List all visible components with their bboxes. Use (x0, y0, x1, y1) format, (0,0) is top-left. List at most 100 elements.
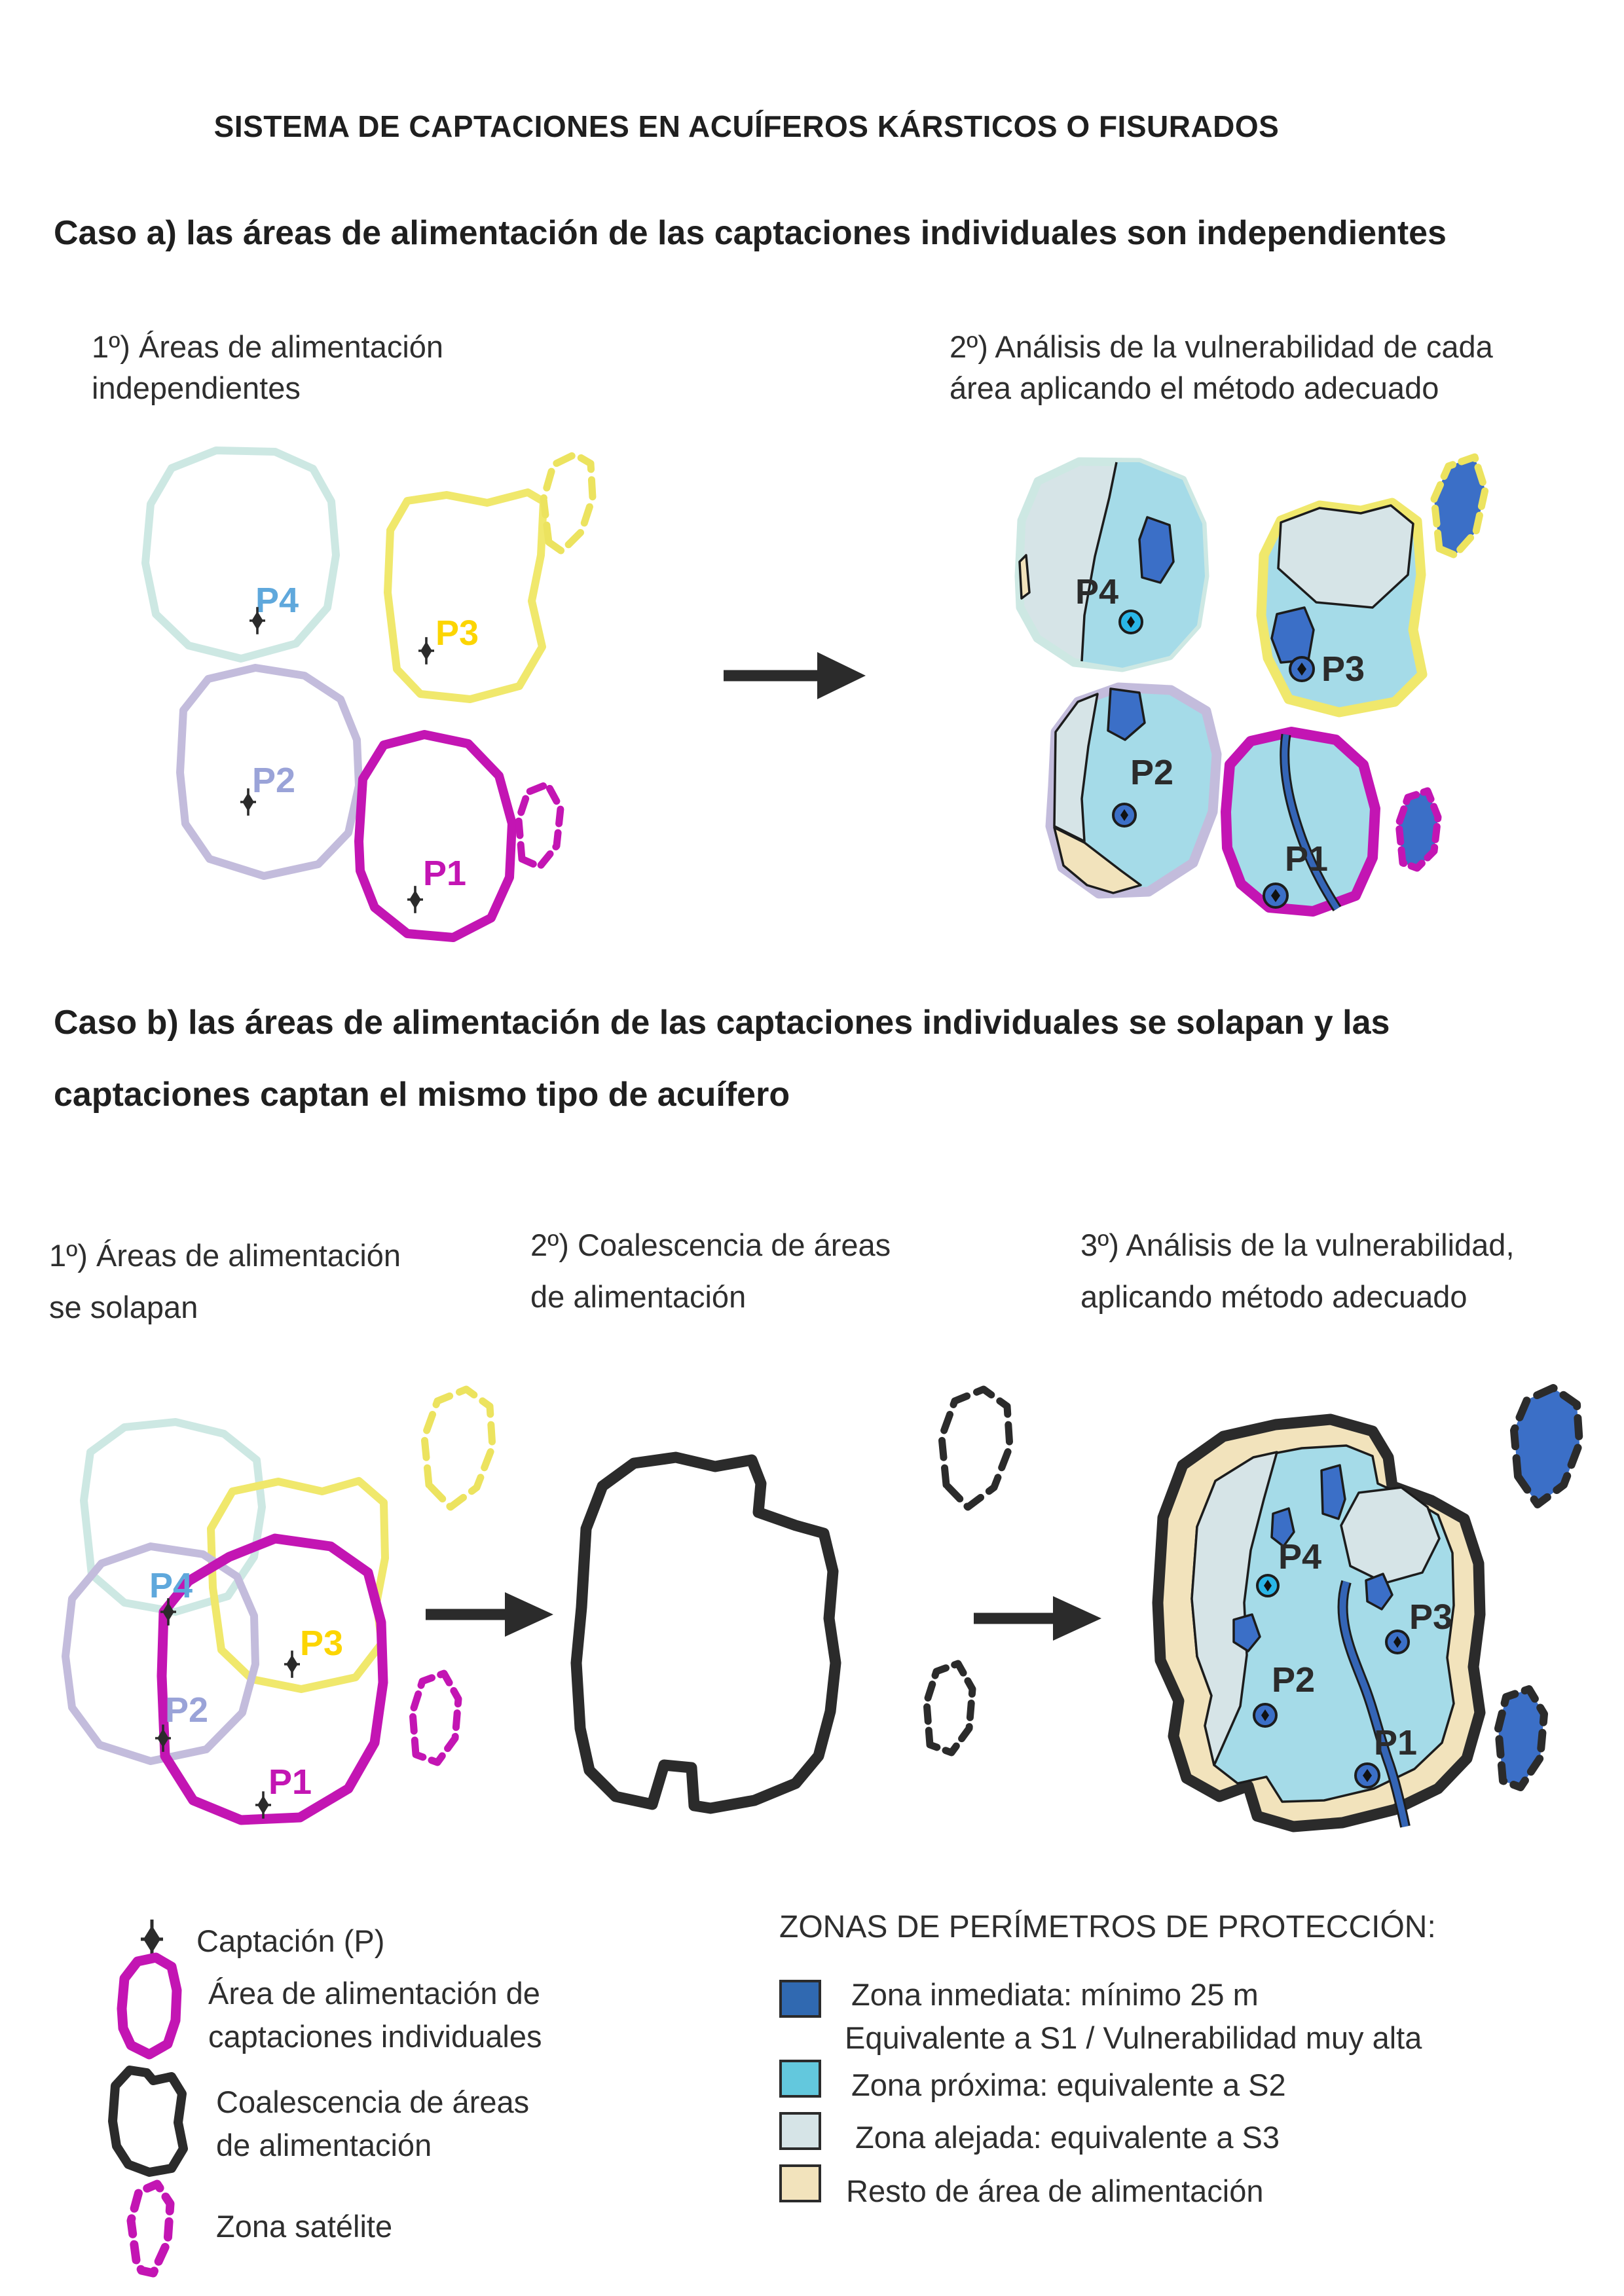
legend-coalescencia-line1: Coalescencia de áreas (216, 2085, 530, 2119)
legend-satelite-label: Zona satélite (216, 2209, 393, 2244)
river (1339, 1580, 1409, 1828)
swatch-zona-proxima (779, 2060, 821, 2098)
coalescence-icon (108, 2066, 188, 2177)
caso-b-step2-label: 2º) Coalescencia de áreas de alimentació… (530, 1219, 891, 1322)
arrow-right-icon-b1 (426, 1592, 553, 1637)
swatch-zona-alejada (779, 2112, 821, 2150)
zone-resto-area (1053, 826, 1142, 894)
caso-b-step1-label: 1º) Áreas de alimentación se solapan (49, 1230, 401, 1333)
satellite-zone-magenta-s1 (1395, 787, 1442, 872)
arrow-right-icon-b2 (974, 1596, 1101, 1641)
well-label-p2: P2 (1130, 753, 1173, 792)
panel-b3-vulnerability-analysis: P4 P3 P2 P1 (1152, 1384, 1583, 1832)
resto-area-label: Resto de área de alimentación (846, 2174, 1264, 2208)
caso-b-step3-label: 3º) Análisis de la vulnerabilidad, aplic… (1080, 1219, 1515, 1322)
satellite-zone-yellow-s1 (1430, 453, 1489, 559)
well-p1-diamond-icon (1363, 1769, 1372, 1782)
well-label-p2: P2 (252, 761, 295, 800)
panel-b1-overlapping-areas: P4 P3 P2 P1 (62, 1385, 496, 1825)
well-label-p3: P3 (1409, 1597, 1452, 1637)
caso-b-heading-line2: captaciones captan el mismo tipo de acuí… (54, 1076, 790, 1114)
satellite-zone-yellow-outline (420, 1385, 496, 1511)
well-p2-diamond-icon (1120, 809, 1128, 821)
well-label-p2: P2 (165, 1690, 208, 1730)
panel-b2-coalescence (570, 1385, 1014, 1814)
vulnerability-map-p3: P3 (1256, 498, 1428, 718)
caso-a-step1-line1: 1º) Áreas de alimentación (92, 329, 444, 364)
vulnerability-map-p2: P2 (1045, 682, 1222, 899)
feeding-area-icon (117, 1952, 182, 2060)
zone-s3-area (1277, 504, 1414, 609)
satellite-zone-magenta-outline (515, 780, 564, 871)
well-label-p3: P3 (1321, 649, 1365, 689)
legend-coalescencia-label: Coalescencia de áreas de alimentación (216, 2081, 529, 2167)
caso-a-step2-line2: área aplicando el método adecuado (950, 371, 1439, 405)
feeding-area-p2-outline (176, 664, 363, 880)
well-label-p4: P4 (255, 581, 299, 620)
caso-a-step1-label: 1º) Áreas de alimentación independientes (92, 326, 443, 409)
legend-area-line1: Área de alimentación de (208, 1976, 540, 2011)
arrow-right-icon-a (724, 652, 866, 699)
satellite-zone-icon (126, 2179, 175, 2278)
zone-s1-polygon (1270, 1507, 1295, 1548)
zone-s1-polygon (1138, 516, 1175, 584)
swatch-resto-area (779, 2164, 821, 2202)
zone-s1-polygon (1107, 687, 1146, 741)
captation-icon (141, 1920, 163, 1959)
captation-marker-p3 (417, 636, 435, 666)
zona-proxima-label: Zona próxima: equivalente a S2 (851, 2068, 1286, 2102)
well-label-p4: P4 (149, 1566, 193, 1605)
satellite-zone-magenta-outline (409, 1669, 462, 1766)
zone-s1-polygon (1232, 1613, 1261, 1652)
feeding-area-p2-outline (62, 1542, 259, 1765)
zona-alejada-label: Zona alejada: equivalente a S3 (855, 2120, 1280, 2155)
satellite-zone-outline-bottom (923, 1660, 976, 1757)
zone-s3-area (1053, 693, 1099, 843)
well-label-p2: P2 (1272, 1660, 1315, 1700)
diagram-caso-b: P4 P3 P2 P1 (62, 1384, 1583, 1832)
well-p2-diamond-icon (1261, 1709, 1269, 1721)
feeding-area-p3-outline (384, 488, 547, 703)
diagram-caso-a: P4 P3 P2 P1 P4 (141, 446, 1489, 942)
zone-divider-line (1080, 462, 1118, 662)
well-label-p1: P1 (1374, 1723, 1417, 1762)
well-p3-diamond-icon (1297, 663, 1306, 676)
well-p3-diamond-icon (1393, 1636, 1401, 1648)
river (1282, 734, 1340, 911)
well-p1-diamond-icon (1271, 889, 1280, 902)
caso-a-step2-label: 2º) Análisis de la vulnerabilidad de cad… (950, 326, 1493, 409)
well-p4-diamond-icon (1127, 616, 1135, 628)
zone-s3-upper-right (1340, 1486, 1441, 1584)
well-label-p3: P3 (300, 1624, 343, 1663)
protection-zones-title: ZONAS DE PERÍMETROS DE PROTECCIÓN: (779, 1910, 1436, 1944)
legend-coalescencia-line2: de alimentación (216, 2128, 432, 2162)
caso-b-step3-line2: aplicando método adecuado (1080, 1279, 1467, 1314)
vulnerability-map-p4: P4 (1014, 457, 1209, 672)
coalescence-outline (570, 1451, 841, 1814)
panel-a2-vulnerability-analysis: P4 P3 P2 (1014, 453, 1489, 917)
feeding-area-p4-outline (141, 446, 340, 663)
feeding-area-p4-outline (80, 1418, 266, 1616)
well-label-p4: P4 (1278, 1537, 1321, 1576)
legend-icons (108, 1899, 188, 2278)
caso-a-step2-line1: 2º) Análisis de la vulnerabilidad de cad… (950, 329, 1493, 364)
caso-b-step1-line1: 1º) Áreas de alimentación (49, 1238, 401, 1273)
caso-b-step1-line2: se solapan (49, 1290, 198, 1324)
well-label-p3: P3 (435, 613, 479, 653)
well-label-p4: P4 (1075, 572, 1118, 611)
caso-a-heading: Caso a) las áreas de alimentación de las… (54, 214, 1447, 252)
well-p4-diamond-icon (1264, 1580, 1272, 1592)
well-label-p1: P1 (423, 854, 466, 893)
legend-area-line2: captaciones individuales (208, 2019, 542, 2054)
legend-area-label: Área de alimentación de captaciones indi… (208, 1972, 542, 2058)
caso-b-step2-line1: 2º) Coalescencia de áreas (530, 1228, 891, 1262)
swatch-zona-inmediata (779, 1980, 821, 2018)
feeding-area-p1-outline (157, 1533, 388, 1825)
zona-inmediata-label-line2: Equivalente a S1 / Vulnerabilidad muy al… (845, 2020, 1422, 2055)
caso-b-step3-line1: 3º) Análisis de la vulnerabilidad, (1080, 1228, 1515, 1262)
caso-a-step1-line2: independientes (92, 371, 301, 405)
vulnerability-map-p1: P1 (1221, 727, 1380, 917)
legend-captacion-label: Captación (P) (196, 1923, 385, 1958)
feeding-area-p1-outline (354, 730, 517, 942)
zone-s1-polygon (1365, 1573, 1393, 1611)
